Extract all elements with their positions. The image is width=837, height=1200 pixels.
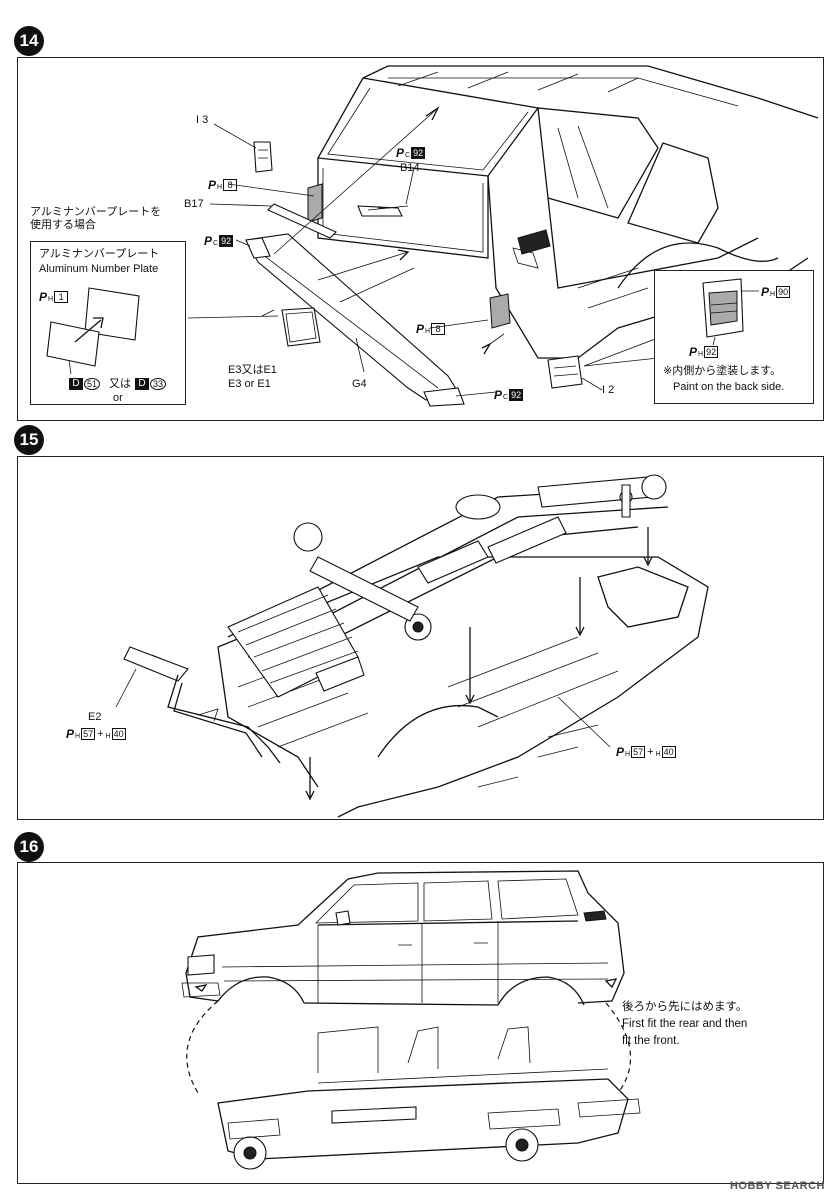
- paint-code: P: [208, 178, 217, 192]
- paint-number-2: 40: [661, 746, 676, 758]
- paint-sub-2: H: [655, 750, 661, 758]
- fit-note-en-1: First fit the rear and then: [622, 1018, 748, 1030]
- lamp-note-en: Paint on the back side.: [673, 381, 785, 393]
- decal-number: 51: [84, 378, 101, 391]
- lamp-note-jp: ※内側から塗装します。: [663, 365, 782, 377]
- decal-number: 33: [150, 378, 167, 391]
- or-en: or: [113, 392, 123, 404]
- part-label-i2: I 2: [602, 384, 615, 396]
- paint-sub: H: [217, 183, 223, 191]
- paint-code: P: [204, 234, 213, 248]
- fit-note-en-2: fit the front.: [622, 1035, 680, 1047]
- part-label-e2: E2: [88, 711, 102, 723]
- paint-code: P: [616, 745, 625, 759]
- part-label-b17: B17: [184, 198, 204, 210]
- paint-sub: C: [405, 151, 411, 159]
- paint-sub: H: [770, 290, 776, 298]
- watermark-logo: HOBBY SEARCH: [729, 1180, 825, 1192]
- paint-code: P: [689, 345, 698, 359]
- paint-sub: H: [698, 350, 704, 358]
- paint-number: 57: [631, 746, 646, 758]
- paint-sub: H: [425, 327, 431, 335]
- paint-number: 90: [776, 286, 791, 298]
- paint-code: P: [66, 727, 75, 741]
- plate-illustration: [46, 287, 140, 375]
- option-heading: アルミナンバープレートを 使用する場合: [30, 206, 162, 231]
- paint-code: P: [761, 285, 770, 299]
- paint-number: 57: [81, 728, 96, 740]
- step-16-panel: 後ろから先にはめます。 First fit the rear and then …: [17, 862, 824, 1184]
- body-fitting-illustration: [181, 870, 641, 1170]
- step-16-badge: 16: [14, 832, 44, 862]
- paint-sub: C: [503, 393, 509, 401]
- chassis-underbody-illustration: [115, 474, 709, 818]
- paint-number: 92: [411, 147, 426, 159]
- paint-number: 8: [431, 323, 446, 335]
- or-jp: 又は: [109, 378, 131, 390]
- part-label-e3-en: E3 or E1: [228, 378, 271, 390]
- paint-sub: H: [48, 295, 54, 303]
- decal-code: D: [69, 378, 83, 391]
- fit-note-jp: 後ろから先にはめます。: [622, 1001, 748, 1013]
- paint-sub-2: H: [105, 732, 111, 740]
- paint-code: P: [39, 290, 48, 304]
- paint-number: 8: [223, 179, 238, 191]
- plate-title-en: Aluminum Number Plate: [39, 263, 159, 275]
- decal-d51: D 51: [69, 378, 101, 391]
- paint-sub: H: [625, 750, 631, 758]
- paint-number: 1: [54, 291, 69, 303]
- paint-number-2: 40: [111, 728, 126, 740]
- paint-code: P: [494, 388, 503, 402]
- lamp-illustration: [702, 278, 759, 346]
- paint-number: 92: [509, 389, 524, 401]
- decal-code: D: [135, 378, 149, 391]
- paint-sub: C: [213, 239, 219, 247]
- part-label-b14: B14: [400, 162, 420, 174]
- step-14-badge: 14: [14, 26, 44, 56]
- paint-number: 92: [704, 346, 719, 358]
- range-rover-rear-illustration: [187, 65, 819, 407]
- paint-plus: +: [97, 728, 104, 740]
- paint-code: P: [416, 322, 425, 336]
- paint-plus: +: [647, 746, 654, 758]
- paint-number: 92: [219, 235, 234, 247]
- step-15-badge: 15: [14, 425, 44, 455]
- paint-code: P: [396, 146, 405, 160]
- part-label-i3: I 3: [196, 114, 209, 126]
- paint-sub: H: [75, 732, 81, 740]
- part-label-e3-jp: E3又はE1: [228, 364, 277, 376]
- decal-d33: D 33: [135, 378, 167, 391]
- plate-title-jp: アルミナンバープレート: [39, 248, 160, 260]
- part-label-g4: G4: [352, 378, 367, 390]
